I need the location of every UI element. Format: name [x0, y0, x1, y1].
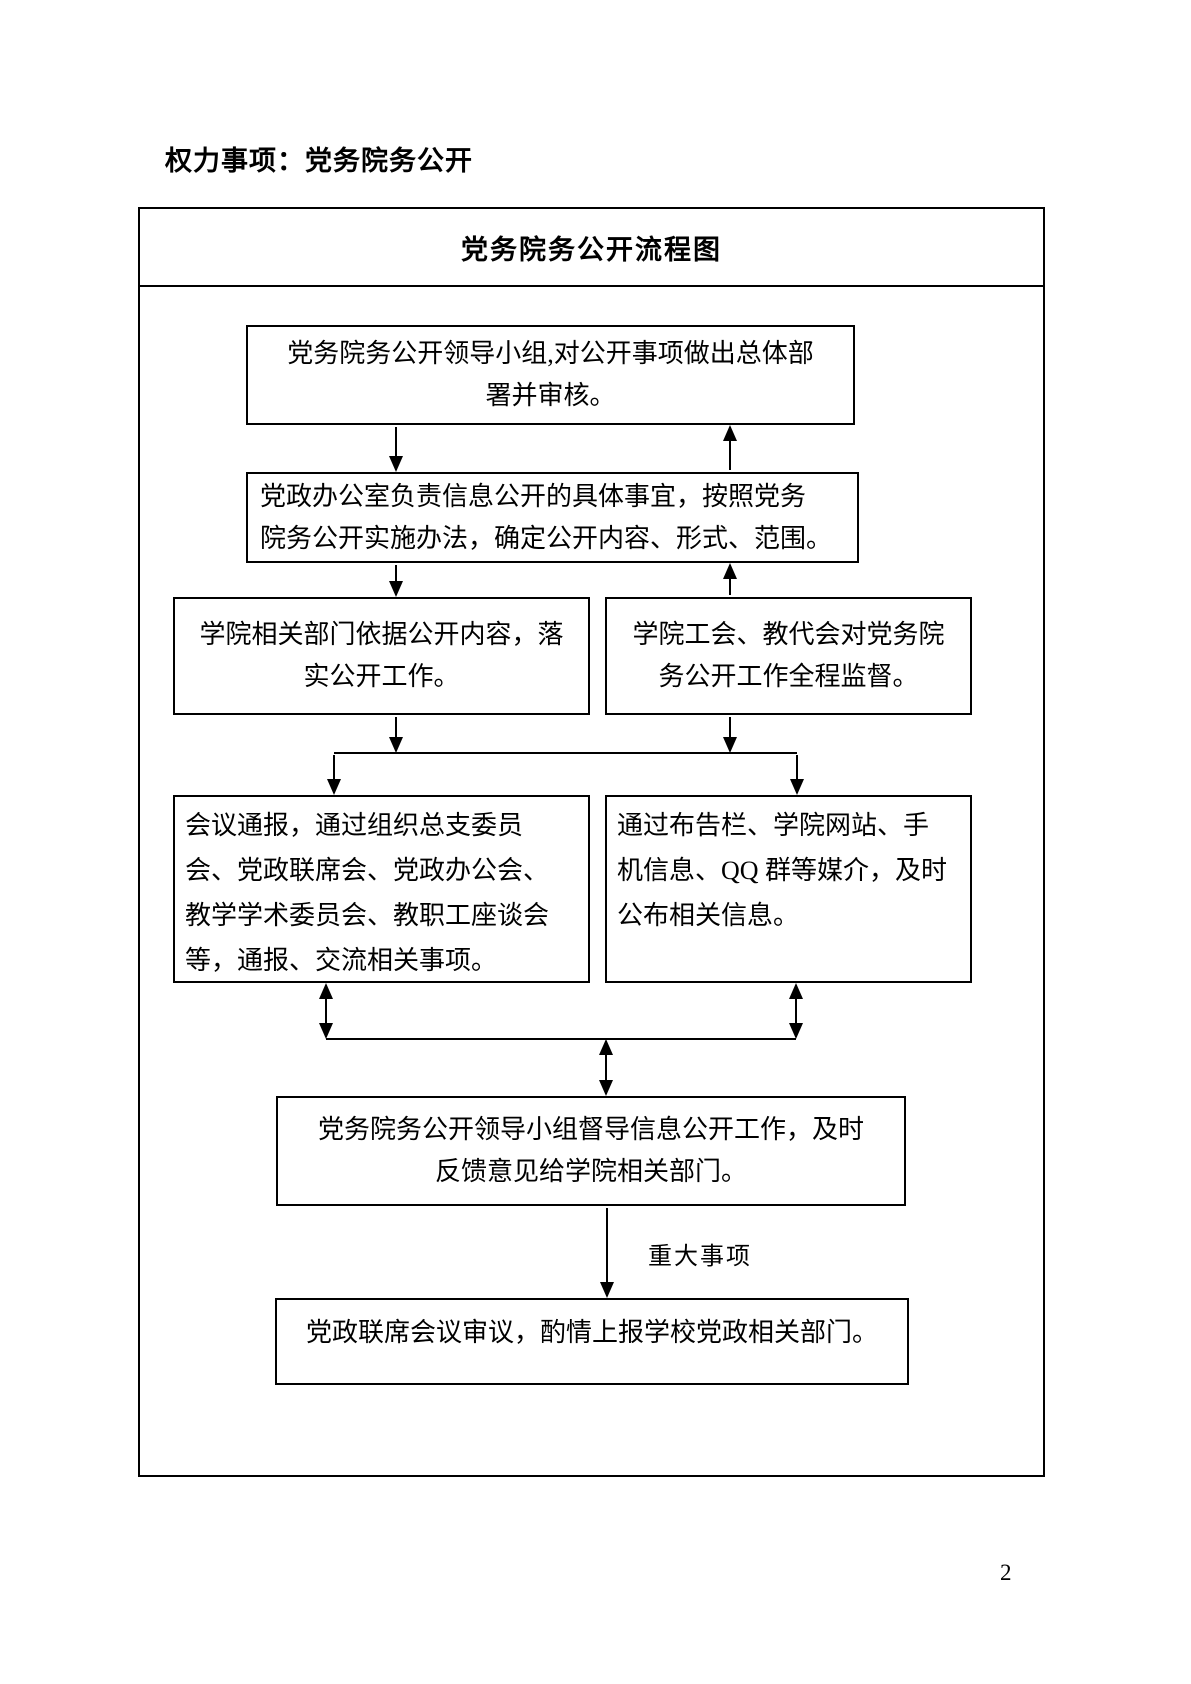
flow-box-union-supervision: 学院工会、教代会对党务院 务公开工作全程监督。	[605, 597, 972, 715]
flow-box-union-supervision-text: 学院工会、教代会对党务院 务公开工作全程监督。	[632, 620, 945, 691]
flow-box-media-publish: 通过布告栏、学院网站、手 机信息、QQ 群等媒介，及时 公布相关信息。	[605, 795, 972, 983]
arrow-down-supervise-to-jointmeeting	[599, 1206, 615, 1298]
branch-label-major-matters: 重大事项	[648, 1244, 752, 1270]
page-number: 2	[1000, 1560, 1012, 1585]
flow-box-related-departments: 学院相关部门依据公开内容，落 实公开工作。	[173, 597, 590, 715]
flow-box-joint-meeting-review: 党政联席会议审议，酌情上报学校党政相关部门。	[275, 1298, 909, 1385]
arrow-shaft	[325, 985, 327, 1037]
arrow-double-media-to-bus	[788, 983, 804, 1039]
arrow-shaft	[729, 717, 731, 751]
connector-line-lower	[326, 1038, 796, 1040]
arrow-up-office-to-leadgroup	[722, 425, 738, 472]
arrow-shaft	[395, 565, 397, 595]
flow-box-supervise-feedback-text: 党务院务公开领导小组督导信息公开工作，及时 反馈意见给学院相关部门。	[317, 1115, 864, 1186]
arrow-down-bus-to-media	[789, 753, 805, 795]
arrow-down-office-to-departments	[388, 563, 404, 597]
flow-box-leading-group: 党务院务公开领导小组,对公开事项做出总体部 署并审核。	[246, 325, 855, 425]
flow-box-supervise-feedback: 党务院务公开领导小组督导信息公开工作，及时 反馈意见给学院相关部门。	[276, 1096, 906, 1206]
flow-box-joint-meeting-review-text: 党政联席会议审议，酌情上报学校党政相关部门。	[305, 1318, 878, 1347]
arrow-down-leadgroup-to-office	[388, 425, 404, 472]
flow-box-meeting-report: 会议通报，通过组织总支委员 会、党政联席会、党政办公会、 教学学术委员会、教职工…	[173, 795, 590, 983]
arrow-down-departments-to-bus	[388, 715, 404, 753]
connector-line-upper	[334, 752, 797, 754]
arrow-double-meeting-to-bus	[318, 983, 334, 1039]
arrow-down-union-to-bus	[722, 715, 738, 753]
arrow-shaft	[796, 755, 798, 793]
arrow-shaft	[795, 985, 797, 1037]
arrow-shaft	[729, 565, 731, 595]
arrow-down-bus-to-meeting	[326, 753, 342, 795]
flow-box-party-gov-office: 党政办公室负责信息公开的具体事宜，按照党务 院务公开实施办法，确定公开内容、形式…	[246, 472, 859, 563]
arrow-shaft	[395, 717, 397, 751]
arrow-shaft	[333, 755, 335, 793]
flow-box-party-gov-office-text: 党政办公室负责信息公开的具体事宜，按照党务 院务公开实施办法，确定公开内容、形式…	[260, 481, 833, 553]
arrow-up-union-to-office	[722, 563, 738, 597]
arrow-double-bus-to-supervise	[598, 1039, 614, 1096]
flow-box-media-publish-text: 通过布告栏、学院网站、手 机信息、QQ 群等媒介，及时 公布相关信息。	[617, 811, 948, 930]
arrow-shaft	[395, 427, 397, 470]
arrow-shaft	[605, 1041, 607, 1094]
flowchart-title: 党务院务公开流程图	[461, 234, 722, 265]
arrow-shaft	[729, 427, 731, 470]
arrow-shaft	[606, 1208, 608, 1296]
flow-box-meeting-report-text: 会议通报，通过组织总支委员 会、党政联席会、党政办公会、 教学学术委员会、教职工…	[185, 811, 550, 975]
title-divider-line	[138, 285, 1045, 287]
flow-box-leading-group-text: 党务院务公开领导小组,对公开事项做出总体部 署并审核。	[287, 339, 814, 410]
page-heading: 权力事项：党务院务公开	[165, 146, 473, 176]
flow-box-related-departments-text: 学院相关部门依据公开内容，落 实公开工作。	[199, 620, 564, 691]
